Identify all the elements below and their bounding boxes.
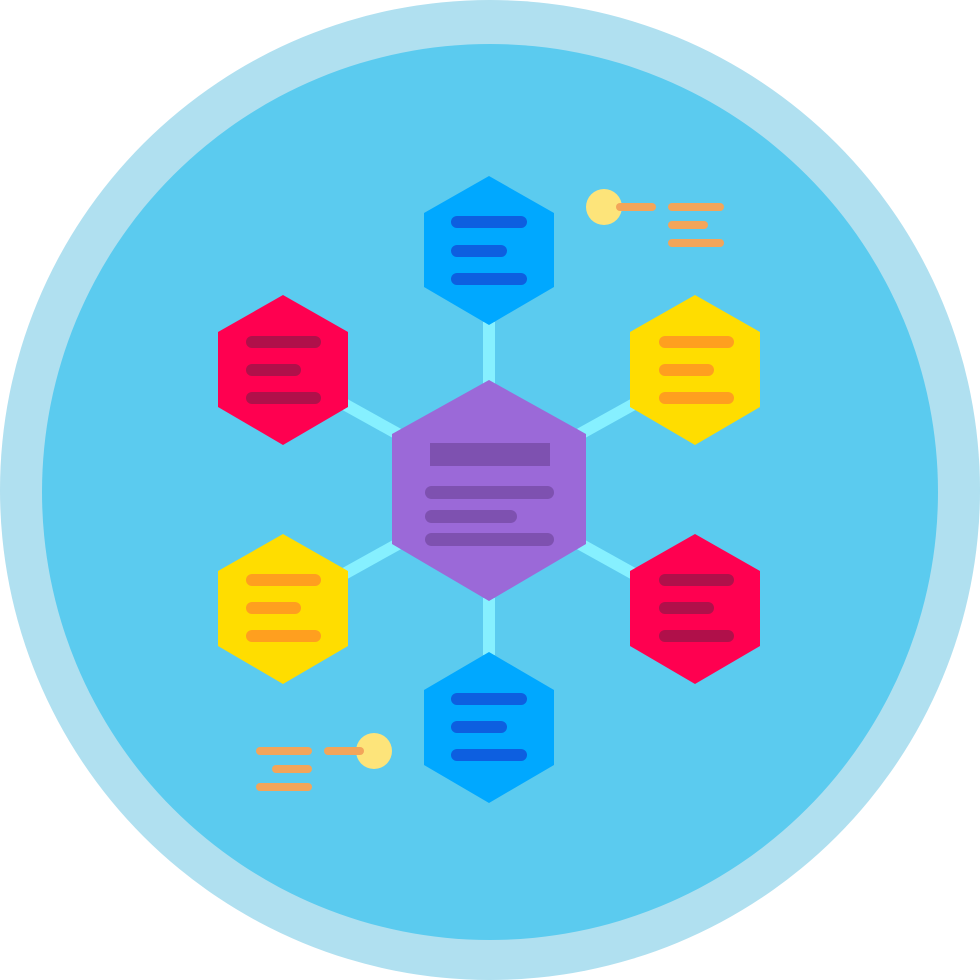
connector-upper-left <box>341 398 401 440</box>
accent-line <box>256 783 312 791</box>
accent-line <box>256 747 312 755</box>
center-title-bar <box>430 443 550 466</box>
text-line <box>246 602 301 614</box>
center-text-line <box>425 510 517 523</box>
text-line <box>659 630 734 642</box>
connector-upper-right <box>577 398 637 440</box>
text-line <box>451 721 507 733</box>
lower-right-hexagon <box>630 534 760 684</box>
text-line <box>659 602 714 614</box>
lower-left-hexagon <box>218 534 348 684</box>
text-line <box>451 245 507 257</box>
connector-lines <box>341 322 637 655</box>
center-text-line <box>425 533 554 546</box>
text-line <box>451 749 527 761</box>
text-line <box>659 574 734 586</box>
accent-dot <box>356 733 392 769</box>
text-line <box>246 364 301 376</box>
accent-dot <box>586 189 622 225</box>
center-text-line <box>425 486 554 499</box>
connector-lower-right <box>577 538 637 580</box>
center-hexagon <box>392 380 586 601</box>
top-right-accent <box>586 189 724 247</box>
upper-right-hexagon <box>630 295 760 445</box>
text-line <box>451 216 527 228</box>
upper-left-hexagon <box>218 295 348 445</box>
accent-line <box>272 765 312 773</box>
bottom-hexagon <box>424 652 554 803</box>
top-hexagon <box>424 176 554 325</box>
bottom-left-accent <box>256 733 392 791</box>
accent-line <box>668 239 724 247</box>
connector-lower-left <box>341 538 401 580</box>
text-line <box>659 392 734 404</box>
text-line <box>451 693 527 705</box>
text-line <box>246 630 321 642</box>
accent-line <box>668 203 724 211</box>
accent-connector <box>324 747 364 755</box>
text-line <box>246 336 321 348</box>
text-line <box>659 364 714 376</box>
text-line <box>451 273 527 285</box>
accent-connector <box>616 203 656 211</box>
text-line <box>246 392 321 404</box>
accent-line <box>668 221 708 229</box>
text-line <box>246 574 321 586</box>
text-line <box>659 336 734 348</box>
